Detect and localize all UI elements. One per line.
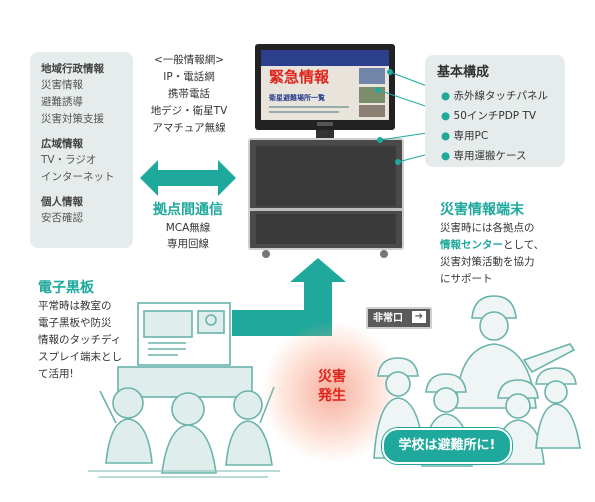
blackboard-line: 情報のタッチディ: [38, 334, 122, 346]
pdp-tv: 緊急情報 衛星避難場所一覧: [255, 44, 395, 130]
terminal-line: 災害時には各拠点の: [440, 222, 535, 234]
base-comm-item: MCA無線: [165, 222, 211, 234]
network-item: 携帯電話: [168, 88, 210, 100]
list-item: 災害対策支援: [41, 113, 104, 125]
network-title: <一般情報網>: [153, 54, 225, 66]
list-item: 避難誘導: [41, 96, 83, 108]
blackboard-line: 平常時は教室の: [38, 300, 112, 312]
base-comm-block: 拠点間通信 MCA無線 専用回線: [136, 200, 240, 252]
general-network-block: <一般情報網> IP・電話網 携帯電話 地デジ・衛星TV アマチュア無線: [140, 52, 238, 137]
list-item: 安否確認: [41, 212, 83, 224]
network-item: アマチュア無線: [152, 122, 226, 134]
terminal-line: にサポート: [440, 273, 493, 285]
info-categories-panel: 地域行政情報 災害情報 避難誘導 災害対策支援 広域情報 TV・ラジオ インター…: [30, 52, 133, 248]
classroom-illustration: [88, 302, 280, 478]
caster-right: [380, 250, 388, 258]
disaster-terminal-block: 災害情報端末 災害時には各拠点の 情報センターとして、 災害対策活動を協力 にサ…: [440, 200, 580, 288]
blackboard-title: 電子黒板: [38, 280, 94, 296]
config-item: ● 50インチPDP TV: [441, 110, 537, 122]
list-item: 災害情報: [41, 79, 83, 91]
network-item: 地デジ・衛星TV: [150, 105, 228, 117]
tv-screen: 緊急情報 衛星避難場所一覧: [261, 50, 389, 120]
terminal-title: 災害情報端末: [440, 202, 524, 218]
list-item: TV・ラジオ: [41, 154, 97, 166]
caster-left: [262, 250, 270, 258]
blackboard-line: て活用!: [38, 368, 74, 380]
screen-subtitle: 衛星避難場所一覧: [269, 94, 325, 102]
basic-config-panel: 基本構成 ● 赤外線タッチパネル ● 50インチPDP TV ● 専用PC ● …: [425, 55, 565, 167]
flow-arrow-icon: [232, 258, 346, 336]
base-comm-title: 拠点間通信: [153, 202, 223, 218]
terminal-line: 災害対策活動を協力: [440, 256, 535, 268]
blackboard-line: スプレイ端末とし: [38, 351, 122, 363]
group-title-personal: 個人情報: [41, 196, 83, 208]
double-arrow-icon: [140, 160, 236, 196]
carrying-case: [248, 138, 404, 250]
config-title: 基本構成: [437, 65, 490, 80]
blackboard-block: 電子黒板 平常時は教室の 電子黒板や防災 情報のタッチディ スプレイ端末とし て…: [38, 278, 138, 383]
network-item: IP・電話網: [163, 71, 215, 83]
config-item: ● 赤外線タッチパネル: [441, 90, 549, 102]
blackboard-line: 電子黒板や防災: [38, 317, 112, 329]
config-item: ● 専用PC: [441, 130, 489, 142]
shelter-badge: 学校は避難所に!: [382, 428, 512, 464]
exit-sign-label: 非常口: [373, 313, 403, 324]
list-item: インターネット: [41, 171, 115, 183]
group-title-wide-area: 広域情報: [41, 138, 83, 150]
arrow-right-icon: ➔: [412, 311, 426, 323]
terminal-line: 情報センターとして、: [440, 239, 545, 251]
tv-stand: [316, 130, 334, 140]
shelter-badge-label: 学校は避難所に!: [398, 438, 496, 453]
base-comm-item: 専用回線: [167, 238, 209, 250]
config-item: ● 専用運搬ケース: [441, 150, 527, 162]
disaster-occurrence-label: 災害 発生: [318, 369, 346, 404]
exit-sign: 非常口 ➔: [366, 307, 432, 329]
screen-headline: 緊急情報: [269, 68, 330, 86]
group-title-local-gov: 地域行政情報: [41, 63, 104, 75]
